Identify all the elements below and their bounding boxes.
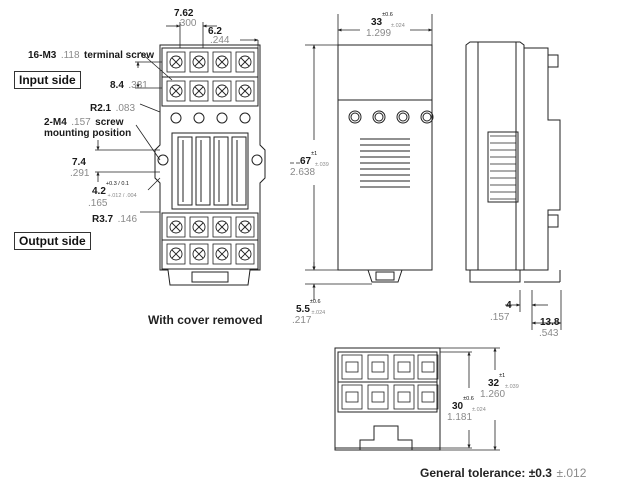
bottom-view	[334, 347, 441, 451]
cover-ventilation-slots	[360, 138, 410, 188]
mount-screw-label: 2-M4 .157 screw	[44, 117, 124, 128]
dim-32-inch: 1.260±.039	[480, 384, 519, 400]
dim-30: 30±0.6	[452, 396, 474, 412]
dim-33: 33±0.6	[371, 12, 393, 28]
terminal-screw-icon	[166, 243, 186, 265]
dim-13-8: 13.8	[540, 317, 560, 328]
side-view	[465, 41, 561, 283]
dim-4-2: 4.2+0.3 / 0.1	[92, 181, 129, 197]
dim-7-62-inch: .300	[177, 18, 197, 29]
terminal-screw-icon	[235, 216, 255, 238]
dim-7-4-inch: .291	[70, 168, 90, 179]
dim-6-2-inch: .244	[210, 35, 230, 46]
dim-r2-1: R2.1 .083	[90, 103, 136, 114]
bottom-view-terminals	[341, 354, 439, 410]
side-view-ribs	[490, 135, 516, 200]
terminal-screw-icon	[235, 80, 255, 102]
dim-4-inch: .157	[490, 312, 510, 323]
terminal-screw-icon	[166, 216, 186, 238]
dim-7-4: 7.4	[72, 157, 86, 168]
terminal-screw-icon	[235, 51, 255, 73]
terminal-screw-icon	[189, 80, 209, 102]
terminal-screw-icon	[189, 51, 209, 73]
dim-13-8-inch: .543	[539, 328, 559, 339]
output-side-label: Output side	[14, 232, 91, 250]
dim-r3-7: R3.7 .146	[92, 214, 138, 225]
terminal-screw-icon	[189, 243, 209, 265]
terminal-screw-icon	[166, 80, 186, 102]
dim-32: 32±1	[488, 373, 506, 389]
terminal-screws	[166, 51, 255, 265]
dim-30-inch: 1.181±.024	[447, 407, 486, 423]
terminal-screw-icon	[212, 216, 232, 238]
front-view-cover-removed	[154, 44, 266, 286]
terminal-screw-icon	[212, 51, 232, 73]
bottom-terminal-icon	[417, 354, 439, 380]
dim-8-4: 8.4 .331	[110, 80, 148, 91]
terminal-screw-icon	[212, 80, 232, 102]
bottom-terminal-icon	[341, 354, 363, 380]
bottom-terminal-icon	[393, 354, 415, 380]
dim-4-2-inch: .165+.012 / .004	[88, 193, 137, 209]
dim-67: 67±1	[300, 151, 318, 167]
dim-7-62: 7.62	[174, 8, 194, 19]
terminal-screw-icon	[212, 243, 232, 265]
bottom-terminal-icon	[367, 384, 389, 410]
dim-4: 4	[506, 300, 512, 311]
dim-6-2: 6.2	[208, 26, 222, 37]
terminal-screw-icon	[166, 51, 186, 73]
bottom-terminal-icon	[367, 354, 389, 380]
dim-67-inch: 2.638±.039	[290, 162, 329, 178]
front-view-with-cover	[337, 44, 434, 283]
general-tolerance-note: General tolerance: ±0.3 ±.012	[420, 466, 587, 480]
dim-33-inch: 1.299±.024	[366, 23, 405, 39]
dim-5-5: 5.5±0.6	[296, 299, 321, 315]
mount-position-label: mounting position	[44, 128, 132, 139]
terminal-screw-label: 16-M3 .118 terminal screw	[28, 50, 155, 61]
with-cover-removed-caption: With cover removed	[148, 313, 263, 327]
bottom-terminal-icon	[393, 384, 415, 410]
bottom-terminal-icon	[341, 384, 363, 410]
bottom-terminal-icon	[417, 384, 439, 410]
terminal-screw-icon	[235, 243, 255, 265]
dim-5-5-inch: .217±.024	[292, 310, 326, 326]
terminal-screw-icon	[189, 216, 209, 238]
input-side-label: Input side	[14, 71, 81, 89]
